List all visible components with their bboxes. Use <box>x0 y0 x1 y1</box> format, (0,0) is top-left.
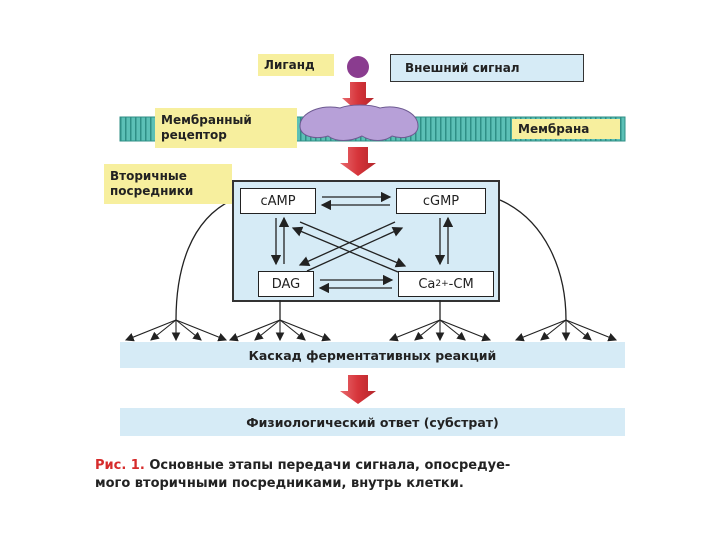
fan-arrow <box>388 319 441 342</box>
ca-cm-rest: -CM <box>448 276 474 292</box>
membrane-receptor-line1: Мембранный <box>161 113 252 127</box>
fan-arrow <box>254 319 281 341</box>
red-arrow-ligand <box>342 82 374 112</box>
receptor-icon <box>299 104 419 141</box>
ca-cm-base: Ca <box>418 276 436 292</box>
fan-arrow <box>565 319 618 342</box>
fan-arrow <box>414 319 441 341</box>
fan-arrow <box>150 319 177 341</box>
red-arrow-receptor <box>340 147 376 176</box>
fan-arrow <box>565 319 592 341</box>
fan-arrow <box>175 319 228 342</box>
response-box: Физиологический ответ (субстрат) <box>120 408 625 436</box>
fan-arrow <box>279 319 332 342</box>
right-curve-line <box>499 199 567 321</box>
arrow-dag-to-cgmp <box>306 227 404 272</box>
external-signal-box: Внешний сигнал <box>390 54 584 82</box>
membrane-label: Мембрана <box>512 119 620 139</box>
ligand-label: Лиганд <box>258 54 334 76</box>
fan-arrow <box>439 319 492 342</box>
ligand-icon <box>347 56 369 78</box>
node-camp: cAMP <box>240 188 316 214</box>
second-messengers-line1: Вторичные <box>110 169 187 183</box>
figure-caption: Рис. 1. Основные этапы передачи сигнала,… <box>95 457 635 493</box>
arrow-camp-to-ca <box>299 221 407 268</box>
left-curve-line <box>175 199 233 321</box>
fan-arrow <box>124 319 177 342</box>
node-dag: DAG <box>258 271 314 297</box>
fan-arrow <box>279 319 306 341</box>
fan-arrows <box>124 319 618 342</box>
red-arrow-cascade <box>340 375 376 404</box>
node-cgmp: cGMP <box>396 188 486 214</box>
caption-line1: Основные этапы передачи сигнала, опосред… <box>144 458 511 473</box>
membrane-receptor-label: Мембранный рецептор <box>155 108 297 148</box>
caption-figure-number: Рис. 1. <box>95 458 145 473</box>
second-messengers-line2: посредники <box>110 184 194 198</box>
second-messengers-label: Вторичные посредники <box>104 164 232 204</box>
membrane-receptor-line2: рецептор <box>161 128 227 142</box>
ca-cm-superscript: 2+ <box>435 279 449 289</box>
fan-arrow <box>540 319 567 341</box>
arrow-ca-to-camp <box>291 226 399 273</box>
arrow-cgmp-to-dag <box>298 221 396 266</box>
fan-arrow <box>439 319 466 341</box>
fan-arrow <box>514 319 567 342</box>
fan-arrow <box>228 319 281 342</box>
cascade-box: Каскад ферментативных реакций <box>120 342 625 368</box>
fan-arrow <box>175 319 202 341</box>
caption-line2: мого вторичными посредниками, внутрь кле… <box>95 476 464 491</box>
